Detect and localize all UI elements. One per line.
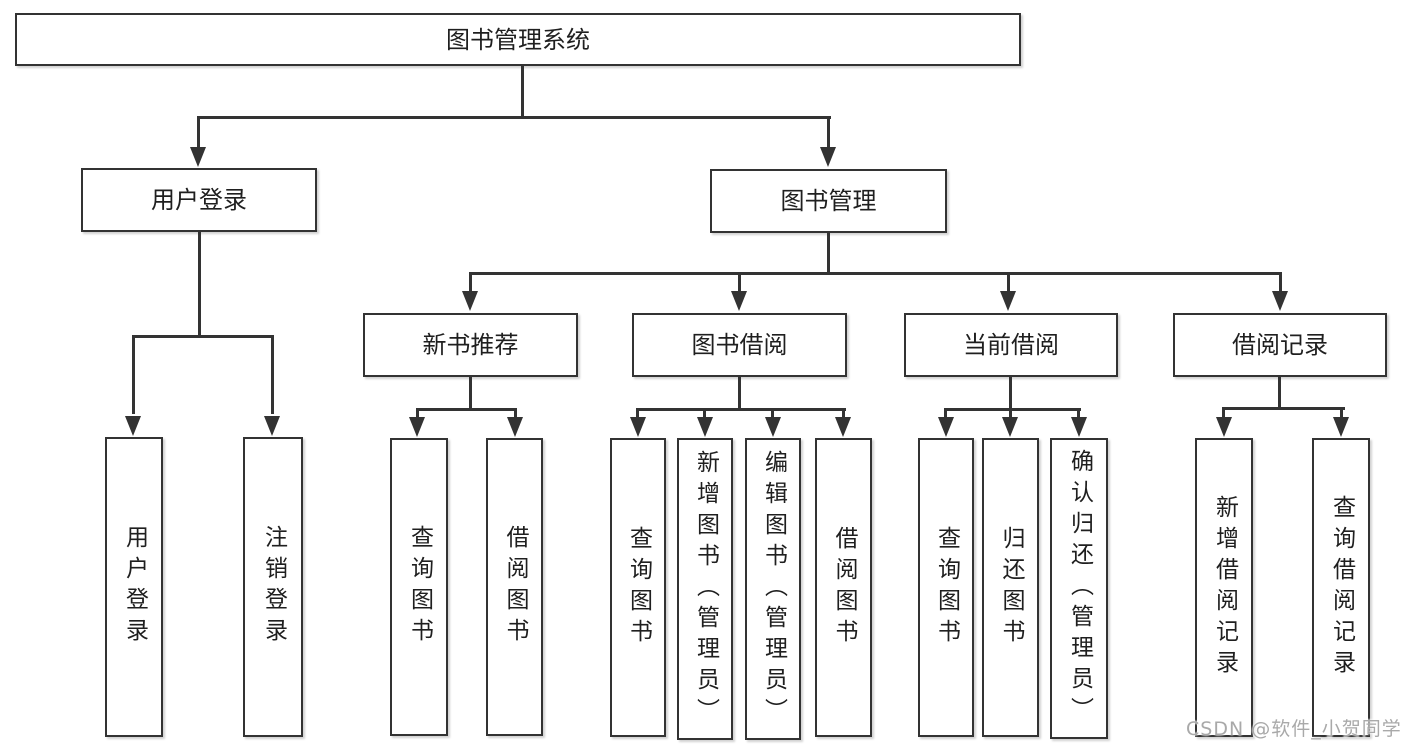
connector-borrow-branch	[636, 408, 846, 411]
leaf-newbook-query-label: 查询图书	[406, 525, 433, 649]
connector-mgmt-drop-4	[1279, 272, 1282, 294]
node-book-management: 图书管理	[710, 169, 947, 233]
leaf-user-login-label: 用户登录	[121, 525, 148, 649]
connector-borrow-drop-2	[703, 408, 706, 420]
connector-records-stem	[1278, 377, 1281, 410]
arrow-to-record-add	[1216, 417, 1232, 437]
node-current-borrow: 当前借阅	[904, 313, 1118, 377]
arrow-to-borrow-edit	[765, 417, 781, 437]
leaf-record-query-label: 查询借阅记录	[1328, 494, 1355, 681]
arrow-to-current-borrow	[1000, 291, 1016, 311]
connector-user-stem	[198, 232, 201, 337]
connector-mgmt-branch	[469, 272, 1282, 275]
leaf-current-query: 查询图书	[918, 438, 974, 737]
leaf-borrow-add-admin: 新增图书（管理员）	[677, 438, 733, 740]
leaf-user-login: 用户登录	[105, 437, 163, 737]
node-book-borrow: 图书借阅	[632, 313, 847, 377]
node-new-book-recommend: 新书推荐	[363, 313, 578, 377]
arrow-to-leaf-user-login	[125, 416, 141, 436]
node-borrow-records: 借阅记录	[1173, 313, 1387, 377]
leaf-borrow-add-admin-label: 新增图书（管理员）	[692, 449, 719, 729]
arrow-to-current-return	[1002, 417, 1018, 437]
arrow-to-book-management	[820, 147, 836, 167]
leaf-record-query: 查询借阅记录	[1312, 438, 1370, 737]
connector-recommend-branch	[416, 408, 517, 411]
connector-mgmt-drop-2	[738, 272, 741, 294]
leaf-logout: 注销登录	[243, 437, 303, 737]
connector-mgmt-drop-1	[469, 272, 472, 294]
leaf-current-return: 归还图书	[982, 438, 1039, 737]
leaf-newbook-borrow-label: 借阅图书	[502, 525, 528, 649]
connector-records-drop-2	[1340, 407, 1343, 420]
connector-current-branch	[944, 408, 1081, 411]
connector-current-drop-3	[1077, 408, 1080, 420]
node-library-system-label: 图书管理系统	[446, 25, 590, 54]
connector-recommend-drop-1	[416, 408, 419, 420]
connector-root-left-drop	[197, 116, 200, 149]
leaf-newbook-borrow: 借阅图书	[486, 438, 543, 736]
csdn-watermark: CSDN @软件_小贺同学	[1186, 718, 1402, 740]
leaf-record-add: 新增借阅记录	[1195, 438, 1253, 737]
arrow-to-borrow-borrow	[835, 417, 851, 437]
node-user-login-label: 用户登录	[151, 186, 247, 214]
connector-user-left-drop	[132, 335, 135, 414]
node-user-login: 用户登录	[81, 168, 317, 232]
arrow-to-current-confirm	[1071, 417, 1087, 437]
arrow-to-newbook-borrow	[507, 417, 523, 437]
arrow-to-new-book-recommend	[462, 291, 478, 311]
connector-current-drop-2	[1009, 408, 1012, 420]
node-library-system: 图书管理系统	[15, 13, 1021, 66]
connector-root-branch	[197, 116, 831, 119]
connector-borrow-drop-3	[771, 408, 774, 420]
leaf-current-confirm-admin: 确认归还（管理员）	[1050, 438, 1108, 739]
connector-records-drop-1	[1222, 407, 1225, 420]
leaf-borrow-edit-admin-label: 编辑图书（管理员）	[760, 449, 787, 729]
node-book-borrow-label: 图书借阅	[691, 331, 788, 359]
arrow-to-newbook-query	[409, 417, 425, 437]
leaf-record-add-label: 新增借阅记录	[1211, 494, 1238, 681]
connector-mgmt-stem	[827, 233, 830, 274]
connector-records-branch	[1223, 407, 1345, 410]
arrow-to-user-login	[190, 147, 206, 167]
connector-root-right-drop	[827, 116, 830, 149]
leaf-newbook-query: 查询图书	[390, 438, 448, 736]
leaf-borrow-query: 查询图书	[610, 438, 666, 737]
connector-borrow-drop-4	[842, 408, 845, 420]
node-borrow-records-label: 借阅记录	[1232, 331, 1328, 359]
leaf-borrow-borrow: 借阅图书	[815, 438, 872, 737]
arrow-to-book-borrow	[731, 291, 747, 311]
leaf-borrow-query-label: 查询图书	[625, 525, 652, 650]
connector-user-branch	[132, 335, 274, 338]
leaf-logout-label: 注销登录	[260, 525, 287, 649]
arrow-to-borrow-add	[697, 417, 713, 437]
connector-user-right-drop	[271, 335, 274, 414]
leaf-current-query-label: 查询图书	[933, 525, 960, 650]
connector-borrow-stem	[738, 377, 741, 410]
arrow-to-leaf-logout	[264, 416, 280, 436]
leaf-current-confirm-admin-label: 确认归还（管理员）	[1066, 449, 1093, 728]
arrow-to-record-query	[1333, 417, 1349, 437]
leaf-borrow-borrow-label: 借阅图书	[831, 525, 857, 650]
leaf-borrow-edit-admin: 编辑图书（管理员）	[745, 438, 801, 740]
connector-current-drop-1	[944, 408, 947, 420]
connector-current-stem	[1009, 377, 1012, 410]
arrow-to-current-query	[938, 417, 954, 437]
connector-recommend-drop-2	[514, 408, 517, 420]
connector-mgmt-drop-3	[1007, 272, 1010, 294]
node-book-management-label: 图书管理	[780, 187, 877, 215]
arrow-to-borrow-query	[630, 417, 646, 437]
leaf-current-return-label: 归还图书	[998, 525, 1024, 650]
arrow-to-borrow-records	[1272, 291, 1288, 311]
node-new-book-recommend-label: 新书推荐	[422, 331, 519, 359]
node-current-borrow-label: 当前借阅	[963, 331, 1059, 359]
connector-root-stem	[521, 66, 524, 117]
connector-recommend-stem	[469, 377, 472, 410]
connector-borrow-drop-1	[636, 408, 639, 420]
